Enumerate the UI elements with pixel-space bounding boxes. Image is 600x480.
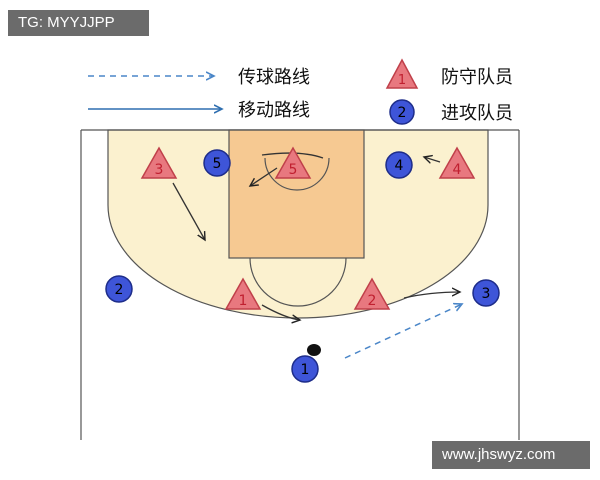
defender-legend-label: 防守队员 (441, 67, 513, 88)
attacker-legend-circle-icon (389, 99, 415, 125)
defenders: 3 5 4 1 2 (140, 146, 476, 310)
attacker-3-number: 3 (482, 286, 491, 302)
attacker-3-circle-icon (472, 279, 500, 307)
attacker-5-number: 5 (213, 156, 222, 172)
attacker-5-circle-icon (203, 149, 231, 177)
defender-2-triangle-icon (353, 277, 391, 310)
watermark-top-left: TG: MYYJJPP (8, 10, 149, 36)
move-route-defender-1 (261, 304, 300, 320)
watermark-bottom-right: www.jhswyz.com (432, 441, 590, 469)
defender-1-triangle-icon (224, 277, 262, 310)
movement-routes (172, 152, 460, 320)
move-route-legend-label: 移动路线 (238, 100, 310, 121)
defender-4-triangle-icon (438, 146, 476, 179)
defender-2-number: 2 (368, 293, 377, 309)
defender-legend-number: 1 (398, 73, 406, 88)
pass-route (344, 304, 462, 359)
defender-1-number: 1 (239, 293, 248, 309)
restricted-arc (264, 157, 330, 191)
attacker-2-circle-icon (105, 275, 133, 303)
attacker-1-number: 1 (301, 362, 310, 378)
pass-route-legend-label: 传球路线 (238, 67, 310, 88)
attackers: 5 4 2 3 1 (105, 149, 500, 383)
move-route-defender-3 (172, 182, 205, 240)
legend: 传球路线 移动路线 1 防守队员 2 进攻队员 (88, 58, 513, 125)
defender-4-number: 4 (453, 162, 462, 178)
defender-3-triangle-icon (140, 146, 178, 179)
defender-5-triangle-icon (274, 146, 312, 179)
paint-key (228, 129, 365, 259)
attacker-4-number: 4 (395, 158, 404, 174)
defender-3-number: 3 (155, 162, 164, 178)
move-route-defender-5 (250, 167, 278, 186)
defender-legend-triangle-icon (385, 58, 419, 89)
attacker-2-number: 2 (115, 282, 124, 298)
free-throw-circle (249, 257, 347, 307)
attacker-1-circle-icon (291, 355, 319, 383)
move-route-defender-4 (424, 157, 441, 162)
attacker-legend-label: 进攻队员 (441, 103, 513, 124)
move-route-defender-2 (403, 292, 460, 299)
attacker-4-circle-icon (385, 151, 413, 179)
defender-5-number: 5 (289, 162, 298, 178)
ball-icon (307, 344, 321, 356)
attacker-legend-number: 2 (398, 105, 407, 121)
